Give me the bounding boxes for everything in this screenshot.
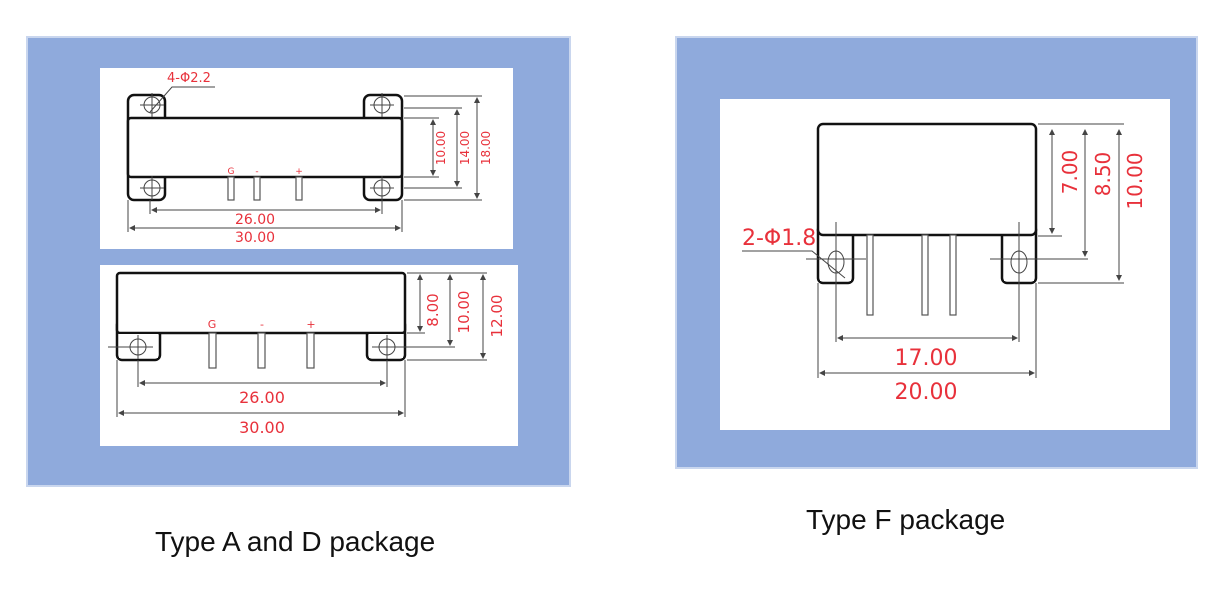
dim-height-1: 7.00 bbox=[1058, 150, 1082, 195]
pin-label-minus: - bbox=[260, 318, 264, 331]
dim-width-outer: 30.00 bbox=[235, 230, 275, 246]
dim-height-3: 12.00 bbox=[488, 295, 506, 338]
dim-width-inner: 17.00 bbox=[895, 346, 958, 371]
pin-label-plus: + bbox=[295, 167, 303, 177]
dim-height-2: 10.00 bbox=[455, 291, 473, 334]
caption-type-f: Type F package bbox=[806, 504, 1006, 535]
dim-width-outer: 30.00 bbox=[239, 418, 285, 437]
dim-height-3: 18.00 bbox=[479, 131, 493, 165]
hole-label: 2-Φ1.8 bbox=[742, 226, 816, 251]
pin-label-plus: + bbox=[306, 318, 315, 331]
dim-height-1: 8.00 bbox=[424, 293, 442, 326]
side-view-drawing: G - + 26.00 30.00 8.00 10.00 12.00 bbox=[108, 271, 506, 437]
dim-height-3: 10.00 bbox=[1123, 152, 1147, 209]
dim-height-2: 14.00 bbox=[458, 131, 472, 165]
pin-label-minus: - bbox=[255, 167, 258, 177]
top-view-drawing: 4-Φ2.2 G - + 26.00 30.00 10.00 14.00 18.… bbox=[126, 71, 493, 246]
pin-label-g: G bbox=[208, 318, 217, 331]
pin-label-g: G bbox=[228, 167, 235, 177]
dim-height-2: 8.50 bbox=[1091, 152, 1115, 197]
dim-width-inner: 26.00 bbox=[239, 388, 285, 407]
dim-width-outer: 20.00 bbox=[895, 380, 958, 405]
type-f-drawing: 2-Φ1.8 17.00 20.00 7.00 8.50 10.00 bbox=[742, 122, 1147, 405]
caption-type-ad: Type A and D package bbox=[155, 526, 436, 557]
dim-height-1: 10.00 bbox=[434, 131, 448, 165]
hole-label: 4-Φ2.2 bbox=[167, 71, 211, 86]
dim-width-inner: 26.00 bbox=[235, 212, 275, 228]
